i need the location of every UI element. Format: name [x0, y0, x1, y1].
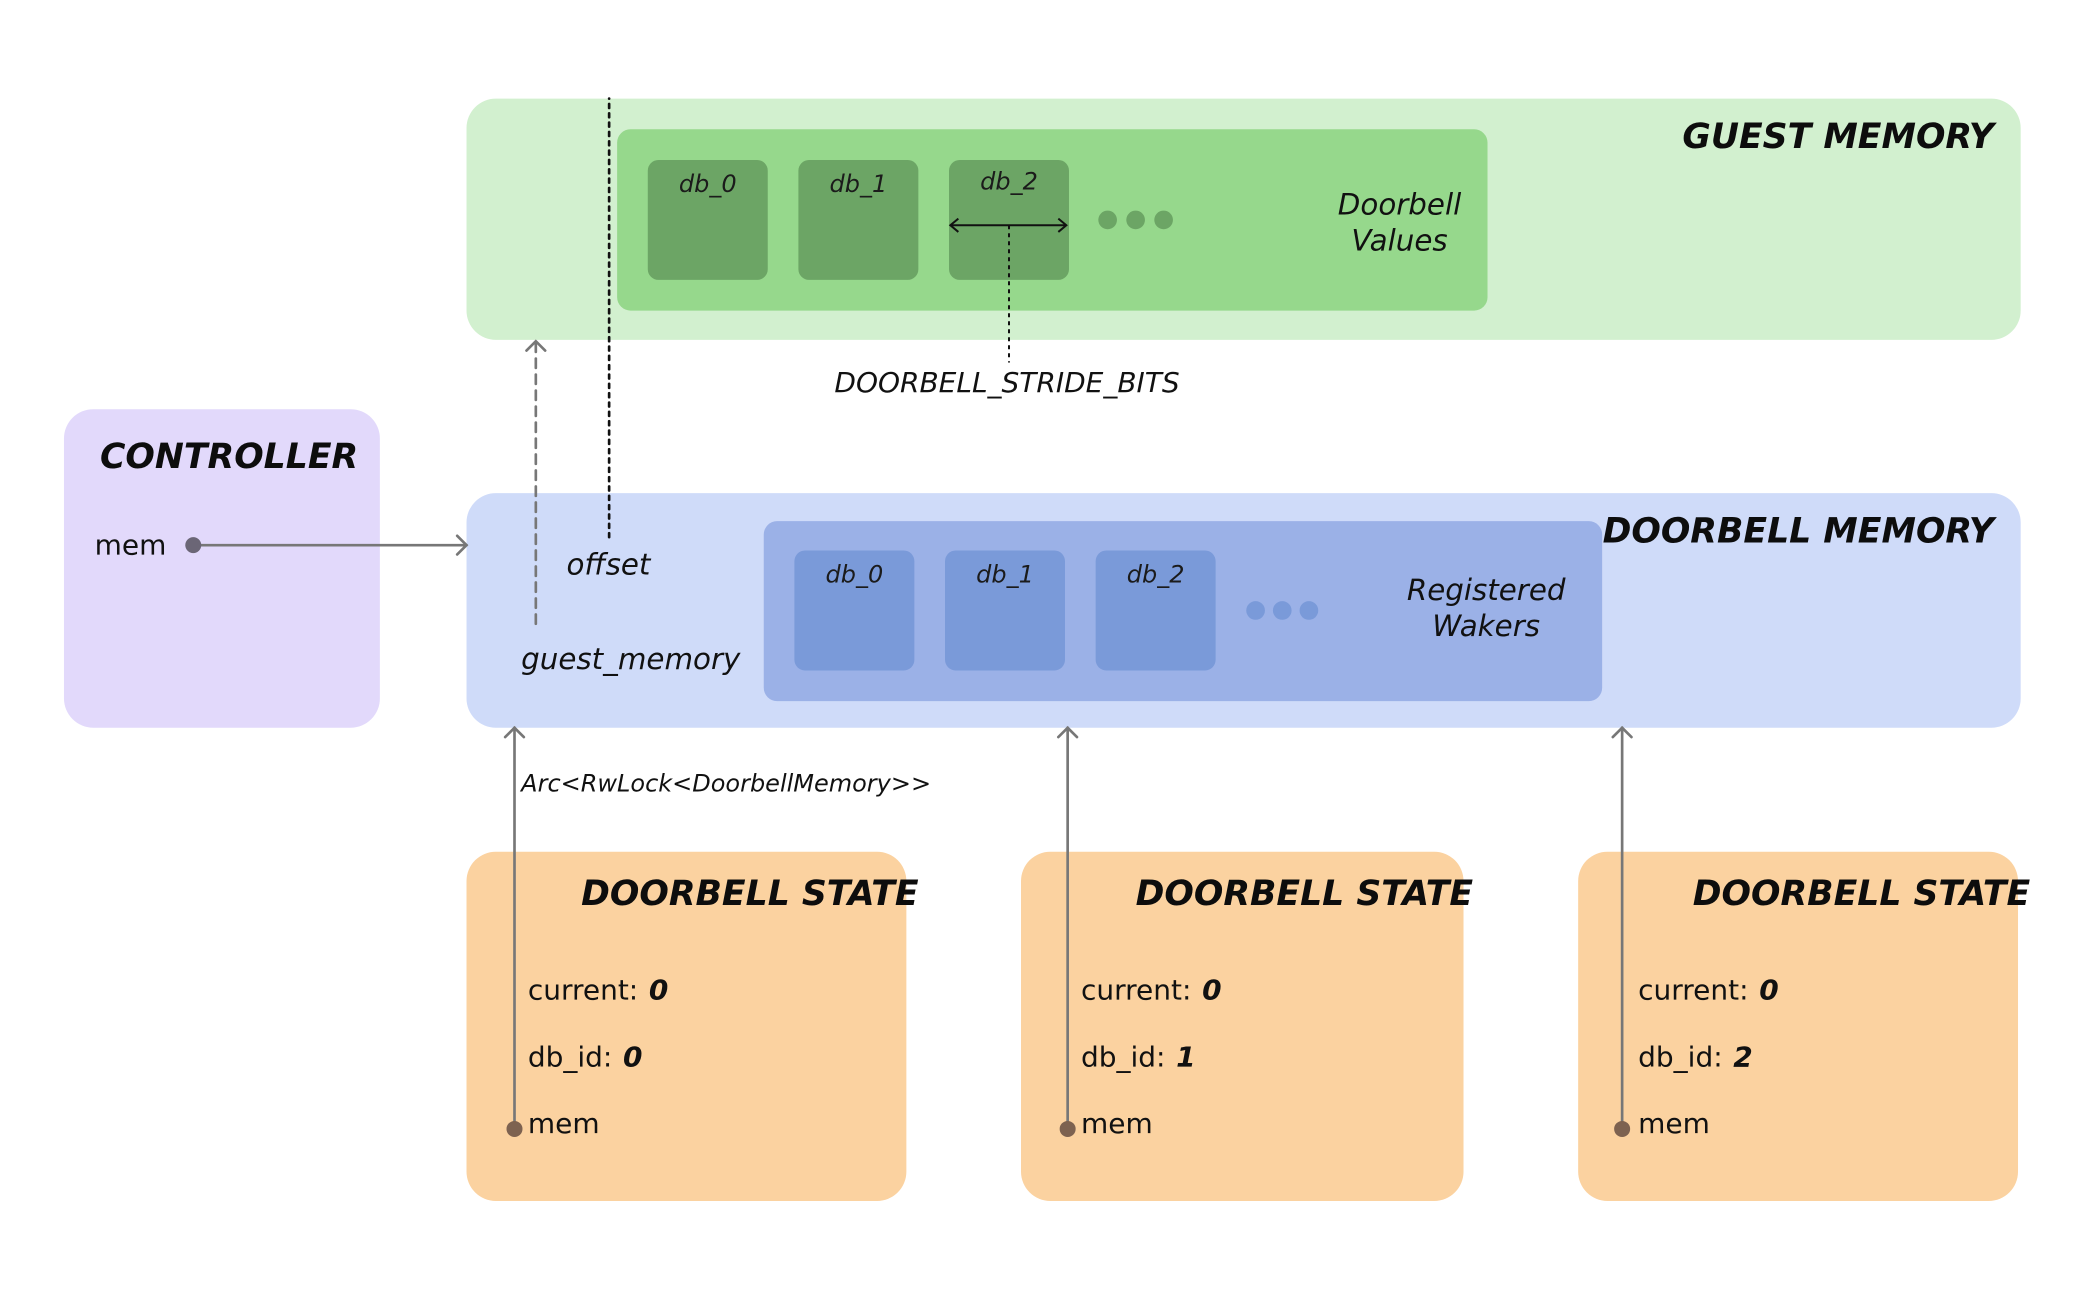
guest-memory-title: GUEST MEMORY — [1682, 117, 1995, 158]
guest-cell-label: db_0 — [678, 170, 737, 199]
doorbell-state-box-0 — [466, 851, 907, 1201]
current-label: current: — [527, 974, 639, 1007]
state-1-mem-dot-icon — [1059, 1120, 1076, 1137]
db-id-label: db_id: — [1638, 1040, 1723, 1073]
stride-right-arrowhead-icon — [1057, 217, 1068, 233]
state-2-arrowhead-icon — [1611, 725, 1633, 739]
controller-mem-arrowhead-icon — [455, 534, 469, 556]
controller-title: CONTROLLER — [99, 437, 359, 478]
db-id-field: db_id: 1 — [1081, 1041, 1196, 1073]
mem-field-label: mem — [527, 1107, 600, 1140]
waker-cell-db-2: db_2 — [1095, 550, 1216, 671]
guest-cell-label: db_2 — [980, 167, 1038, 196]
db-id-label: db_id: — [527, 1040, 613, 1073]
db-id-value: 0 — [623, 1040, 643, 1073]
ellipsis-dot-icon — [1299, 601, 1319, 620]
guest-memory-field-label: guest_memory — [521, 643, 741, 678]
current-field: current: 0 — [528, 974, 669, 1006]
current-value: 0 — [1202, 974, 1222, 1007]
doorbell-values-label-line1: Doorbell — [1337, 189, 1462, 223]
doorbell-state-title: DOORBELL STATE — [1135, 874, 1474, 915]
guest-memory-arrowhead-icon — [525, 339, 547, 352]
doorbell-state-box-1 — [1021, 851, 1464, 1201]
ellipsis-dot-icon — [1246, 601, 1265, 620]
arc-rwlock-label: Arc<RwLock<DoorbellMemory>> — [521, 770, 932, 799]
registered-wakers-label-line2: Wakers — [1432, 610, 1541, 644]
stride-left-arrowhead-icon — [948, 217, 959, 233]
ellipsis-dot-icon — [1126, 210, 1145, 230]
controller-box — [63, 409, 380, 728]
db-id-value: 1 — [1176, 1040, 1196, 1073]
current-field: current: 0 — [1081, 974, 1222, 1006]
doorbell-values-label-line2: Values — [1351, 225, 1448, 259]
doorbell-state-title: DOORBELL STATE — [581, 874, 919, 915]
mem-field-label: mem — [1638, 1107, 1710, 1140]
ellipsis-dot-icon — [1098, 210, 1117, 230]
current-value: 0 — [1759, 974, 1779, 1007]
current-label: current: — [1080, 974, 1192, 1007]
state-1-arrowhead-icon — [1056, 725, 1079, 739]
controller-mem-dot-icon — [185, 537, 202, 554]
guest-cell-db-1: db_1 — [798, 159, 919, 280]
ellipsis-dot-icon — [1154, 210, 1173, 230]
waker-cell-label: db_2 — [1126, 561, 1185, 590]
registered-wakers-label-line1: Registered — [1406, 574, 1566, 608]
doorbell-state-box-2 — [1578, 851, 2019, 1201]
offset-label: offset — [566, 549, 651, 583]
waker-cell-label: db_1 — [976, 561, 1034, 590]
mem-field-label: mem — [1080, 1107, 1153, 1140]
db-id-field: db_id: 2 — [1638, 1041, 1753, 1073]
state-0-mem-dot-icon — [506, 1120, 523, 1137]
db-id-value: 2 — [1733, 1040, 1753, 1073]
waker-cell-label: db_0 — [825, 561, 884, 590]
guest-cell-db-0: db_0 — [647, 159, 768, 280]
guest-cell-label: db_1 — [829, 170, 888, 199]
current-field: current: 0 — [1638, 974, 1779, 1006]
doorbell-memory-title: DOORBELL MEMORY — [1602, 511, 1995, 552]
waker-cell-db-0: db_0 — [794, 550, 915, 671]
current-value: 0 — [648, 974, 669, 1007]
controller-mem-label: mem — [94, 529, 167, 562]
state-0-arrowhead-icon — [503, 725, 526, 739]
db-id-field: db_id: 0 — [528, 1041, 643, 1073]
state-2-mem-dot-icon — [1614, 1120, 1631, 1137]
ellipsis-dot-icon — [1272, 601, 1292, 620]
doorbell-state-title: DOORBELL STATE — [1692, 874, 2031, 915]
db-id-label: db_id: — [1080, 1040, 1166, 1073]
current-label: current: — [1638, 974, 1749, 1007]
waker-cell-db-1: db_1 — [945, 550, 1065, 671]
stride-bits-label: DOORBELL_STRIDE_BITS — [834, 366, 1180, 399]
